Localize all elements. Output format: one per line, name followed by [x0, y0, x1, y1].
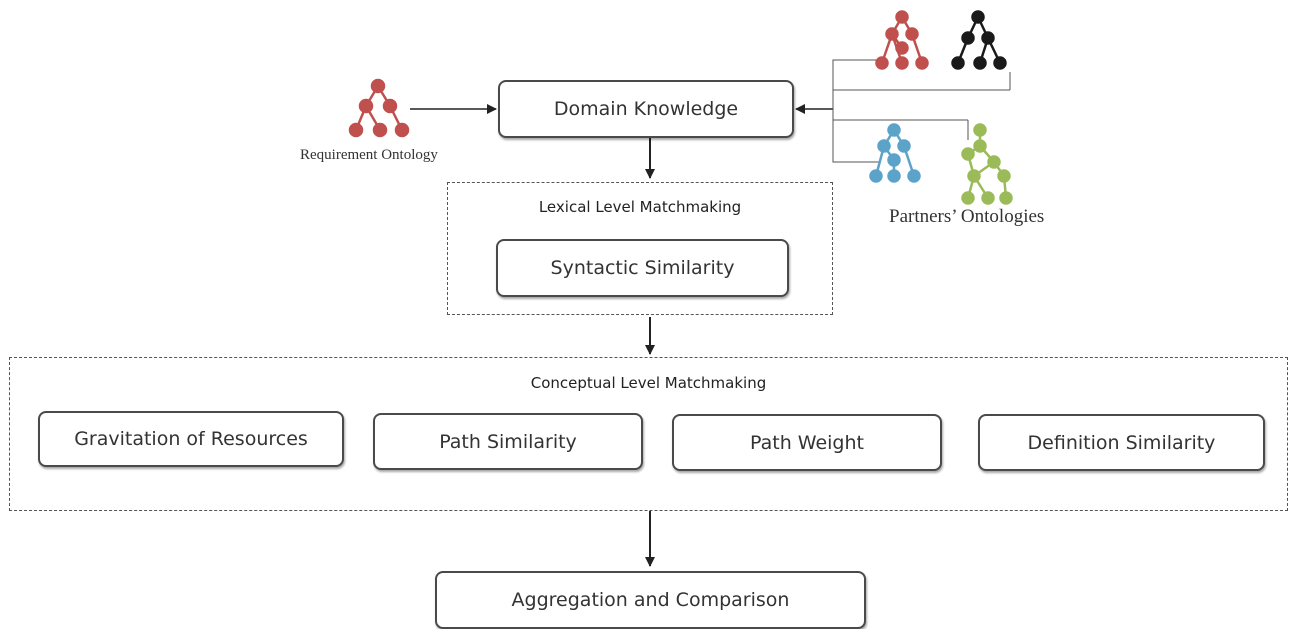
red-tree-icon	[875, 10, 929, 70]
path-similarity-box: Path Similarity	[373, 413, 643, 470]
requirement-ontology-label: Requirement Ontology	[300, 147, 438, 163]
domain-knowledge-box: Domain Knowledge	[498, 80, 794, 138]
green-tree-icon	[961, 123, 1013, 205]
black-tree-icon	[951, 10, 1007, 70]
partner-bracket	[832, 59, 1011, 163]
conceptual-level-frame	[9, 357, 1288, 511]
partners-ontologies-label: Partners’ Ontologies	[889, 206, 1045, 227]
aggregation-and-comparison-box: Aggregation and Comparison	[435, 571, 866, 629]
definition-similarity-box: Definition Similarity	[978, 414, 1265, 471]
requirement-ontology-tree-icon	[348, 78, 410, 138]
path-weight-box: Path Weight	[672, 414, 942, 471]
lexical-level-title: Lexical Level Matchmaking	[538, 198, 742, 216]
gravitation-of-resources-box: Gravitation of Resources	[38, 411, 344, 467]
blue-tree-icon	[869, 123, 921, 183]
lexical-level-frame	[447, 182, 833, 315]
syntactic-similarity-box: Syntactic Similarity	[496, 239, 789, 297]
conceptual-level-title: Conceptual Level Matchmaking	[530, 374, 767, 392]
